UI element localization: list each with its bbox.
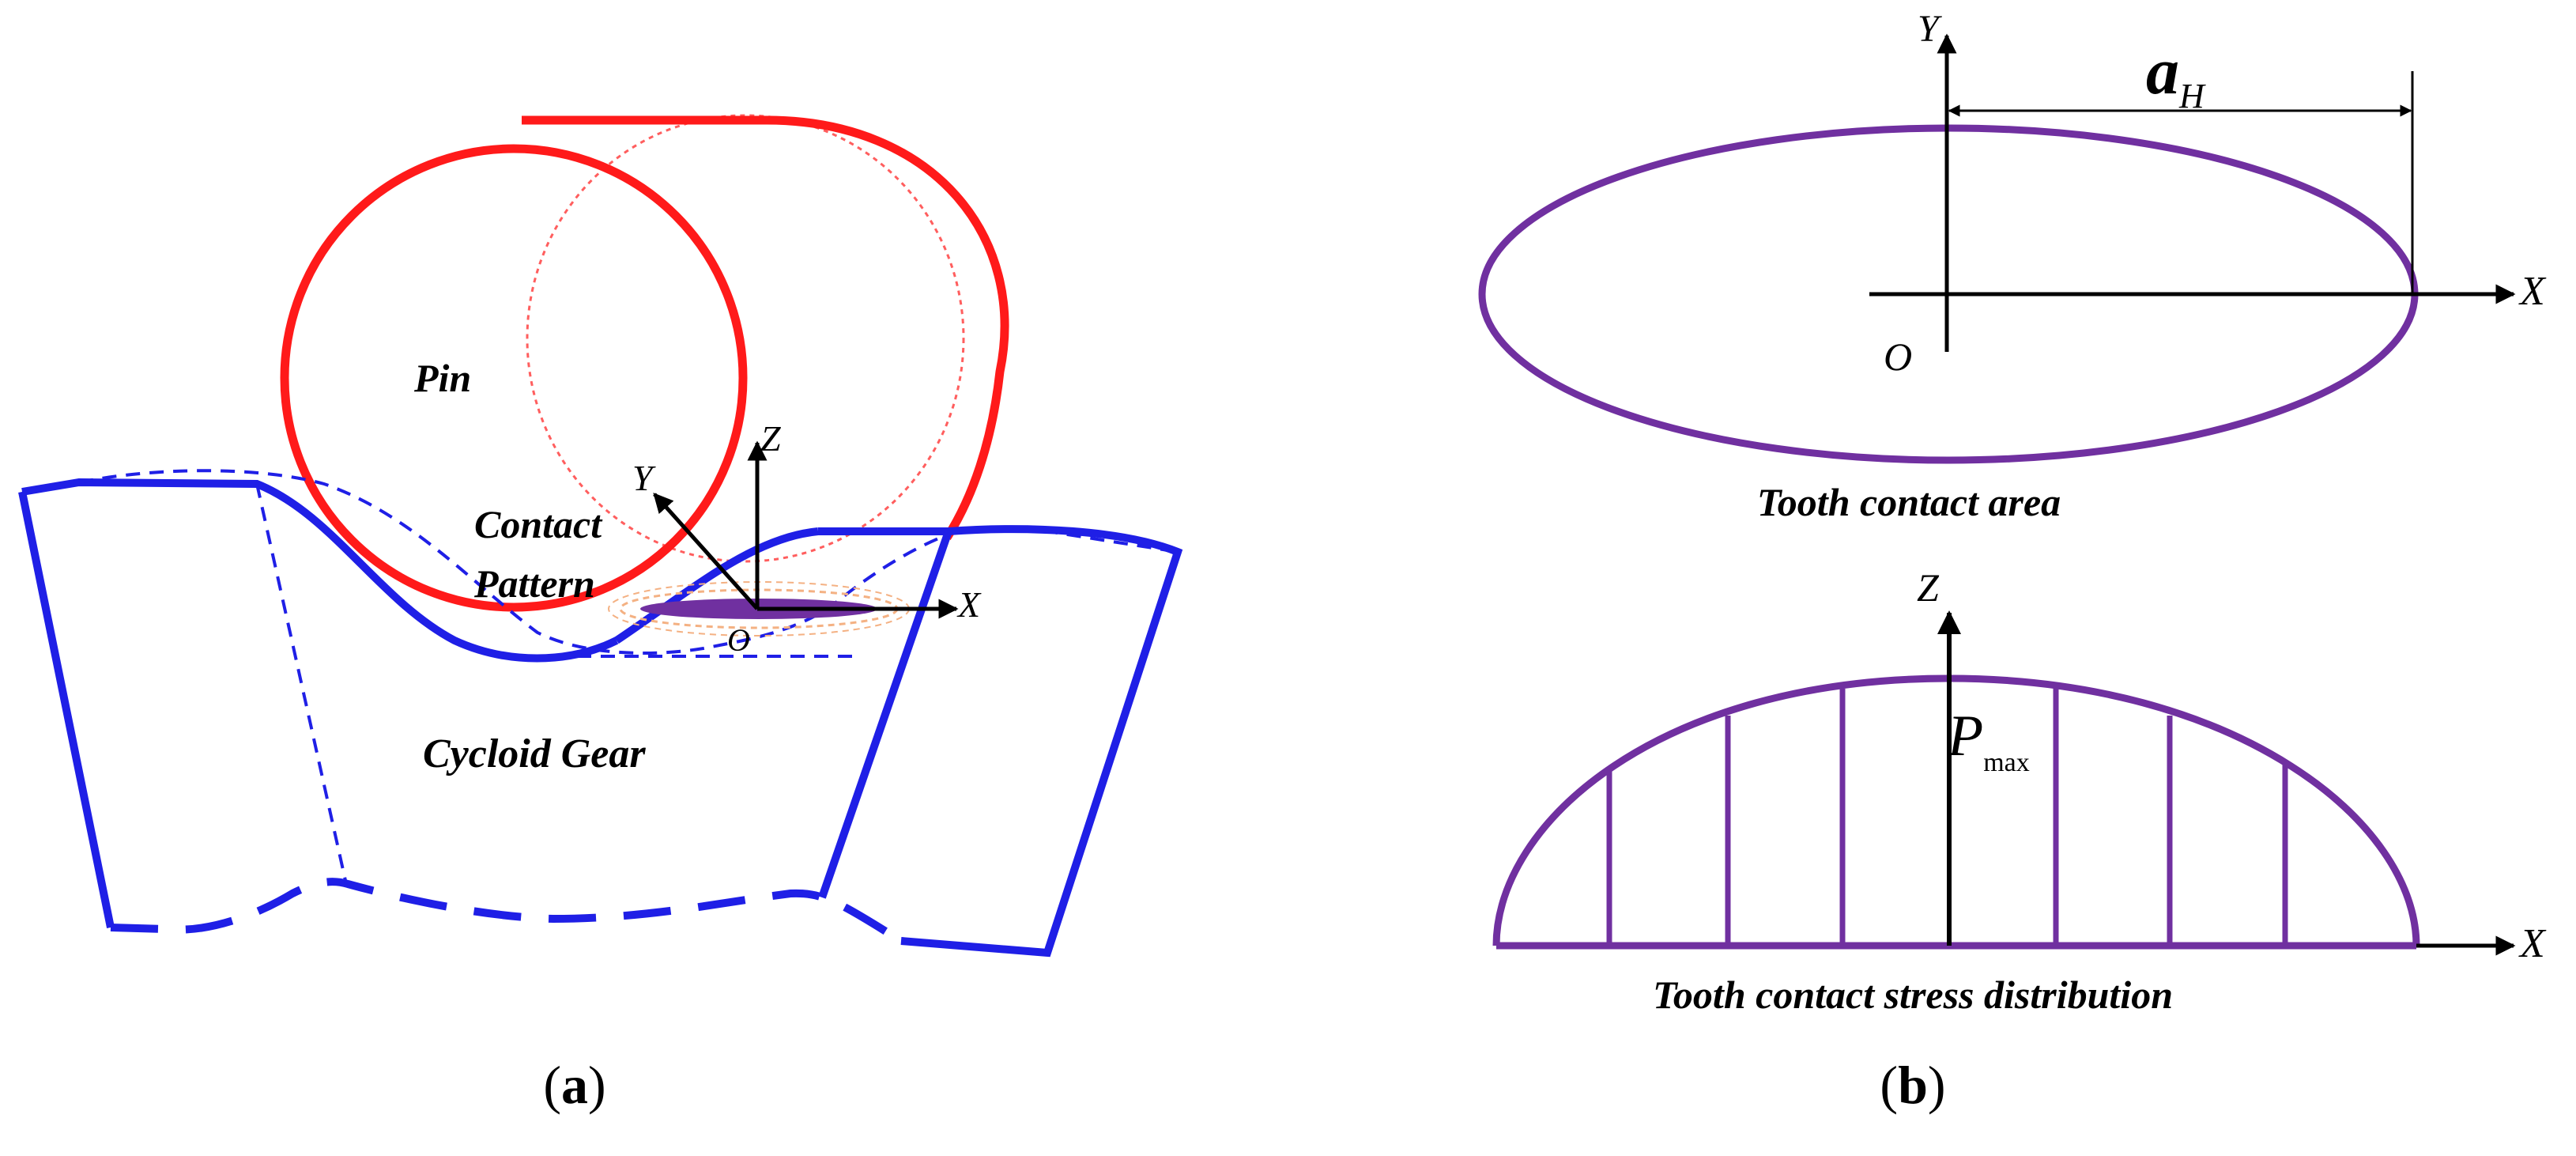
contact-area-diagram: aH X Y O Tooth contact area <box>1478 8 2547 524</box>
gear-hidden-left-vertical <box>255 483 348 885</box>
axis-y-label-b-top: Y <box>1918 8 1942 50</box>
panel-b: aH X Y O Tooth contact area X Z Pmax Too <box>1478 8 2547 1115</box>
origin-label-b: O <box>1884 334 1912 379</box>
contact-label-line1: Contact <box>474 502 603 546</box>
cycloid-gear <box>18 469 1183 958</box>
gear-inner-right-edge <box>818 530 952 899</box>
axes-a <box>653 440 959 619</box>
axis-x-label-a: X <box>956 584 982 625</box>
gear-hidden-back-profile <box>78 469 957 655</box>
caption-stress-distribution: Tooth contact stress distribution <box>1653 973 2173 1017</box>
axis-z-label-a: Z <box>760 418 781 459</box>
axis-x-label-b-top: X <box>2518 269 2547 314</box>
pin-back-circle <box>526 114 965 563</box>
gear-left-face <box>18 491 115 928</box>
pin-back-arc <box>766 115 1009 540</box>
caption-a: (a) <box>543 1055 605 1115</box>
gear-bottom-dashed <box>110 878 903 945</box>
origin-label-a: O <box>727 622 750 658</box>
dim-label-aH: aH <box>2146 35 2206 115</box>
contact-label-line2: Pattern <box>473 561 595 606</box>
panel-a: X Z Y O Pin Contact Pattern Cycloid Gear… <box>18 114 1183 1115</box>
pin-front-circle <box>280 144 748 612</box>
axis-z-label-b-bottom: Z <box>1917 565 1940 610</box>
axis-x-label-b-bottom: X <box>2518 921 2547 966</box>
caption-b: (b) <box>1880 1055 1945 1115</box>
gear-hidden-right-top <box>949 530 1179 553</box>
stress-bars <box>1606 689 2288 946</box>
pin-label: Pin <box>413 356 471 400</box>
axis-y-label-a: Y <box>632 458 656 498</box>
gear-label: Cycloid Gear <box>423 731 646 776</box>
peak-label-pmax: Pmax <box>1947 704 2030 777</box>
stress-distribution-diagram: X Z Pmax Tooth contact stress distributi… <box>1492 565 2547 1017</box>
axis-y-a <box>653 493 759 610</box>
pin-cylinder <box>280 114 1009 612</box>
gear-front-tooth <box>614 527 819 644</box>
caption-contact-area: Tooth contact area <box>1757 480 2061 524</box>
